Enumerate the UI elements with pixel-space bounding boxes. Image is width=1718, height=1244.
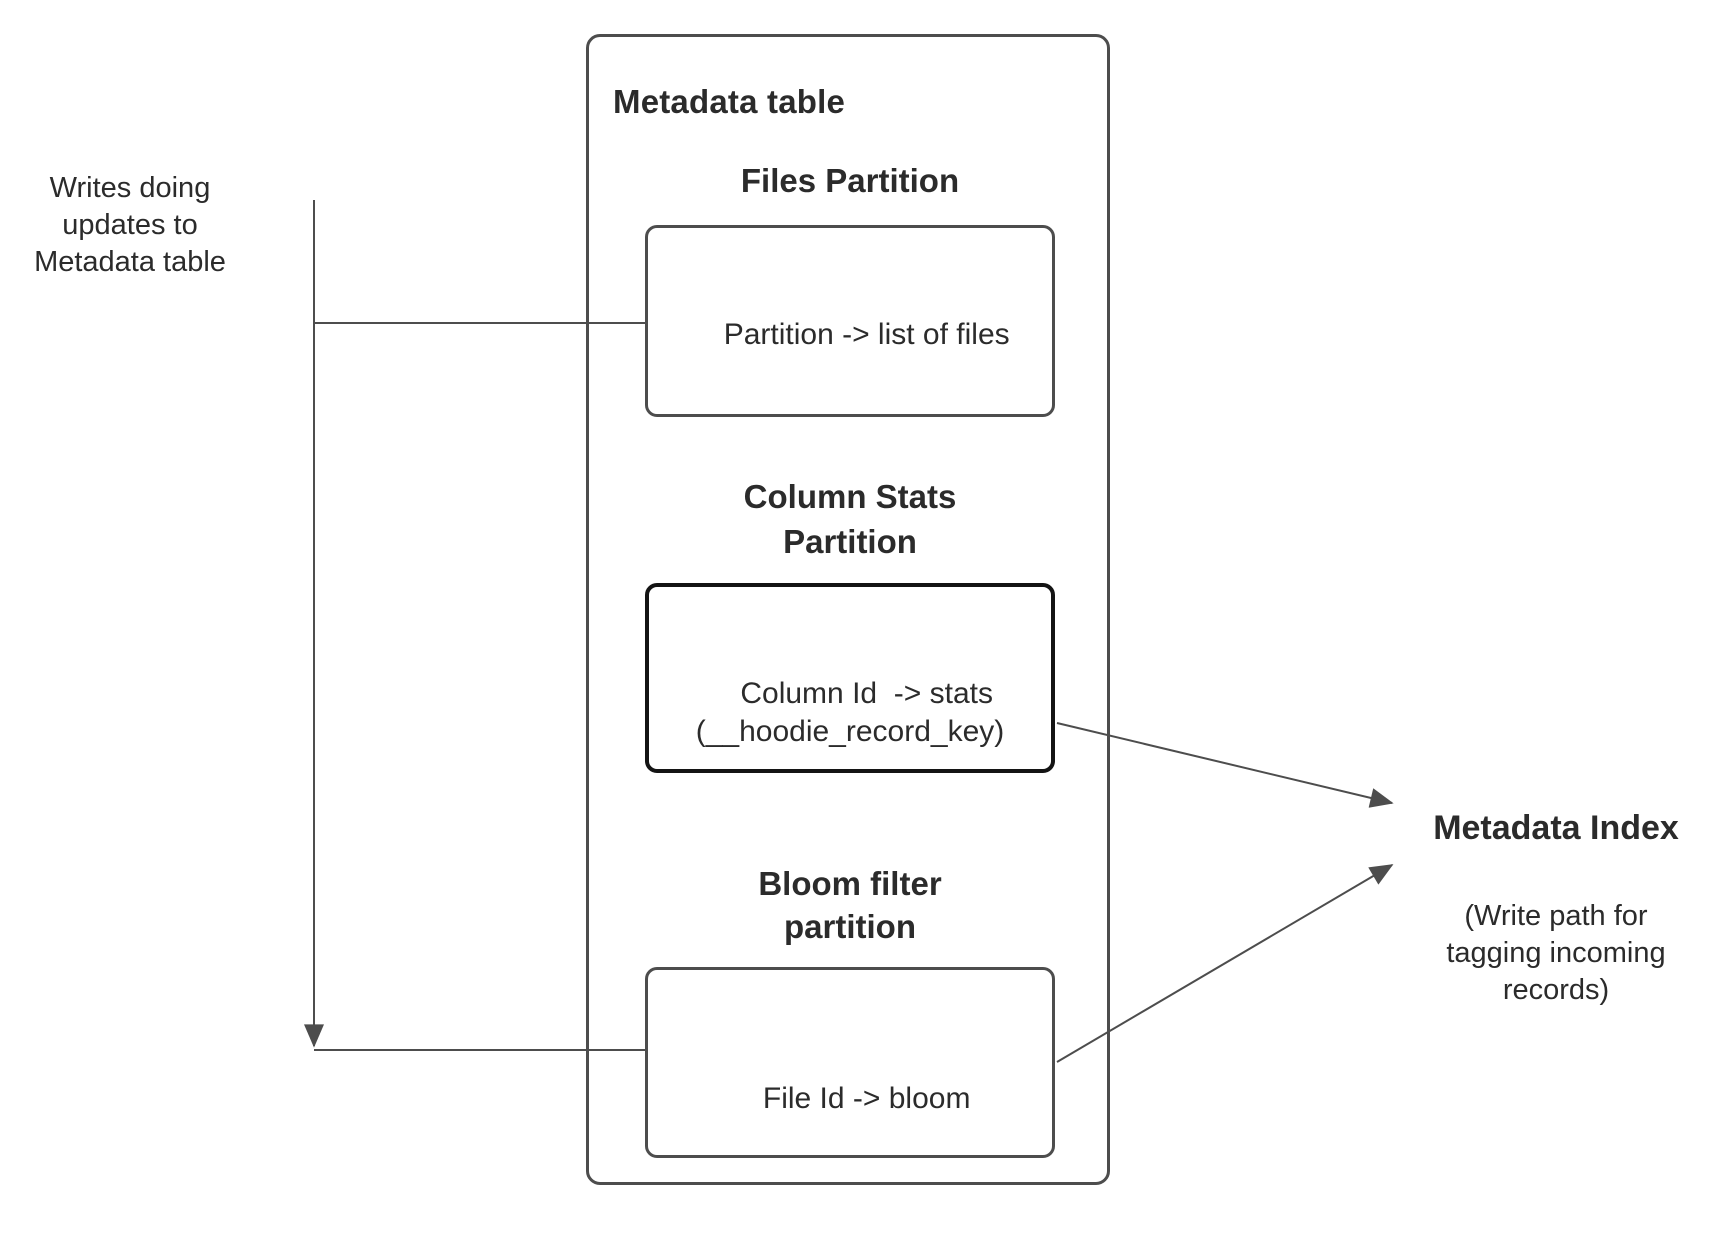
column-stats-partition-label: Column Id -> stats (__hoodie_record_key) [695, 677, 1005, 748]
writes-note: Writes doing updates to Metadata table [34, 172, 226, 278]
metadata-table-box [586, 34, 1110, 1185]
bloom-filter-partition-heading: Bloom filter partition [758, 865, 942, 945]
metadata-table-title: Metadata table [613, 83, 846, 120]
files-partition-label: Partition -> list of files [723, 318, 1010, 351]
bloom-filter-partition-box: File Id -> bloom [645, 967, 1055, 1158]
files-partition-box: Partition -> list of files [645, 225, 1055, 417]
column-stats-partition-box: Column Id -> stats (__hoodie_record_key) [645, 583, 1055, 773]
metadata-index-title: Metadata Index [1433, 809, 1679, 847]
column-stats-partition-heading: Column Stats Partition [743, 478, 957, 560]
bloom-filter-partition-label: File Id -> bloom [762, 1082, 971, 1115]
metadata-index-note: (Write path for tagging incoming records… [1446, 900, 1666, 1006]
files-partition-heading: Files Partition [740, 162, 960, 199]
